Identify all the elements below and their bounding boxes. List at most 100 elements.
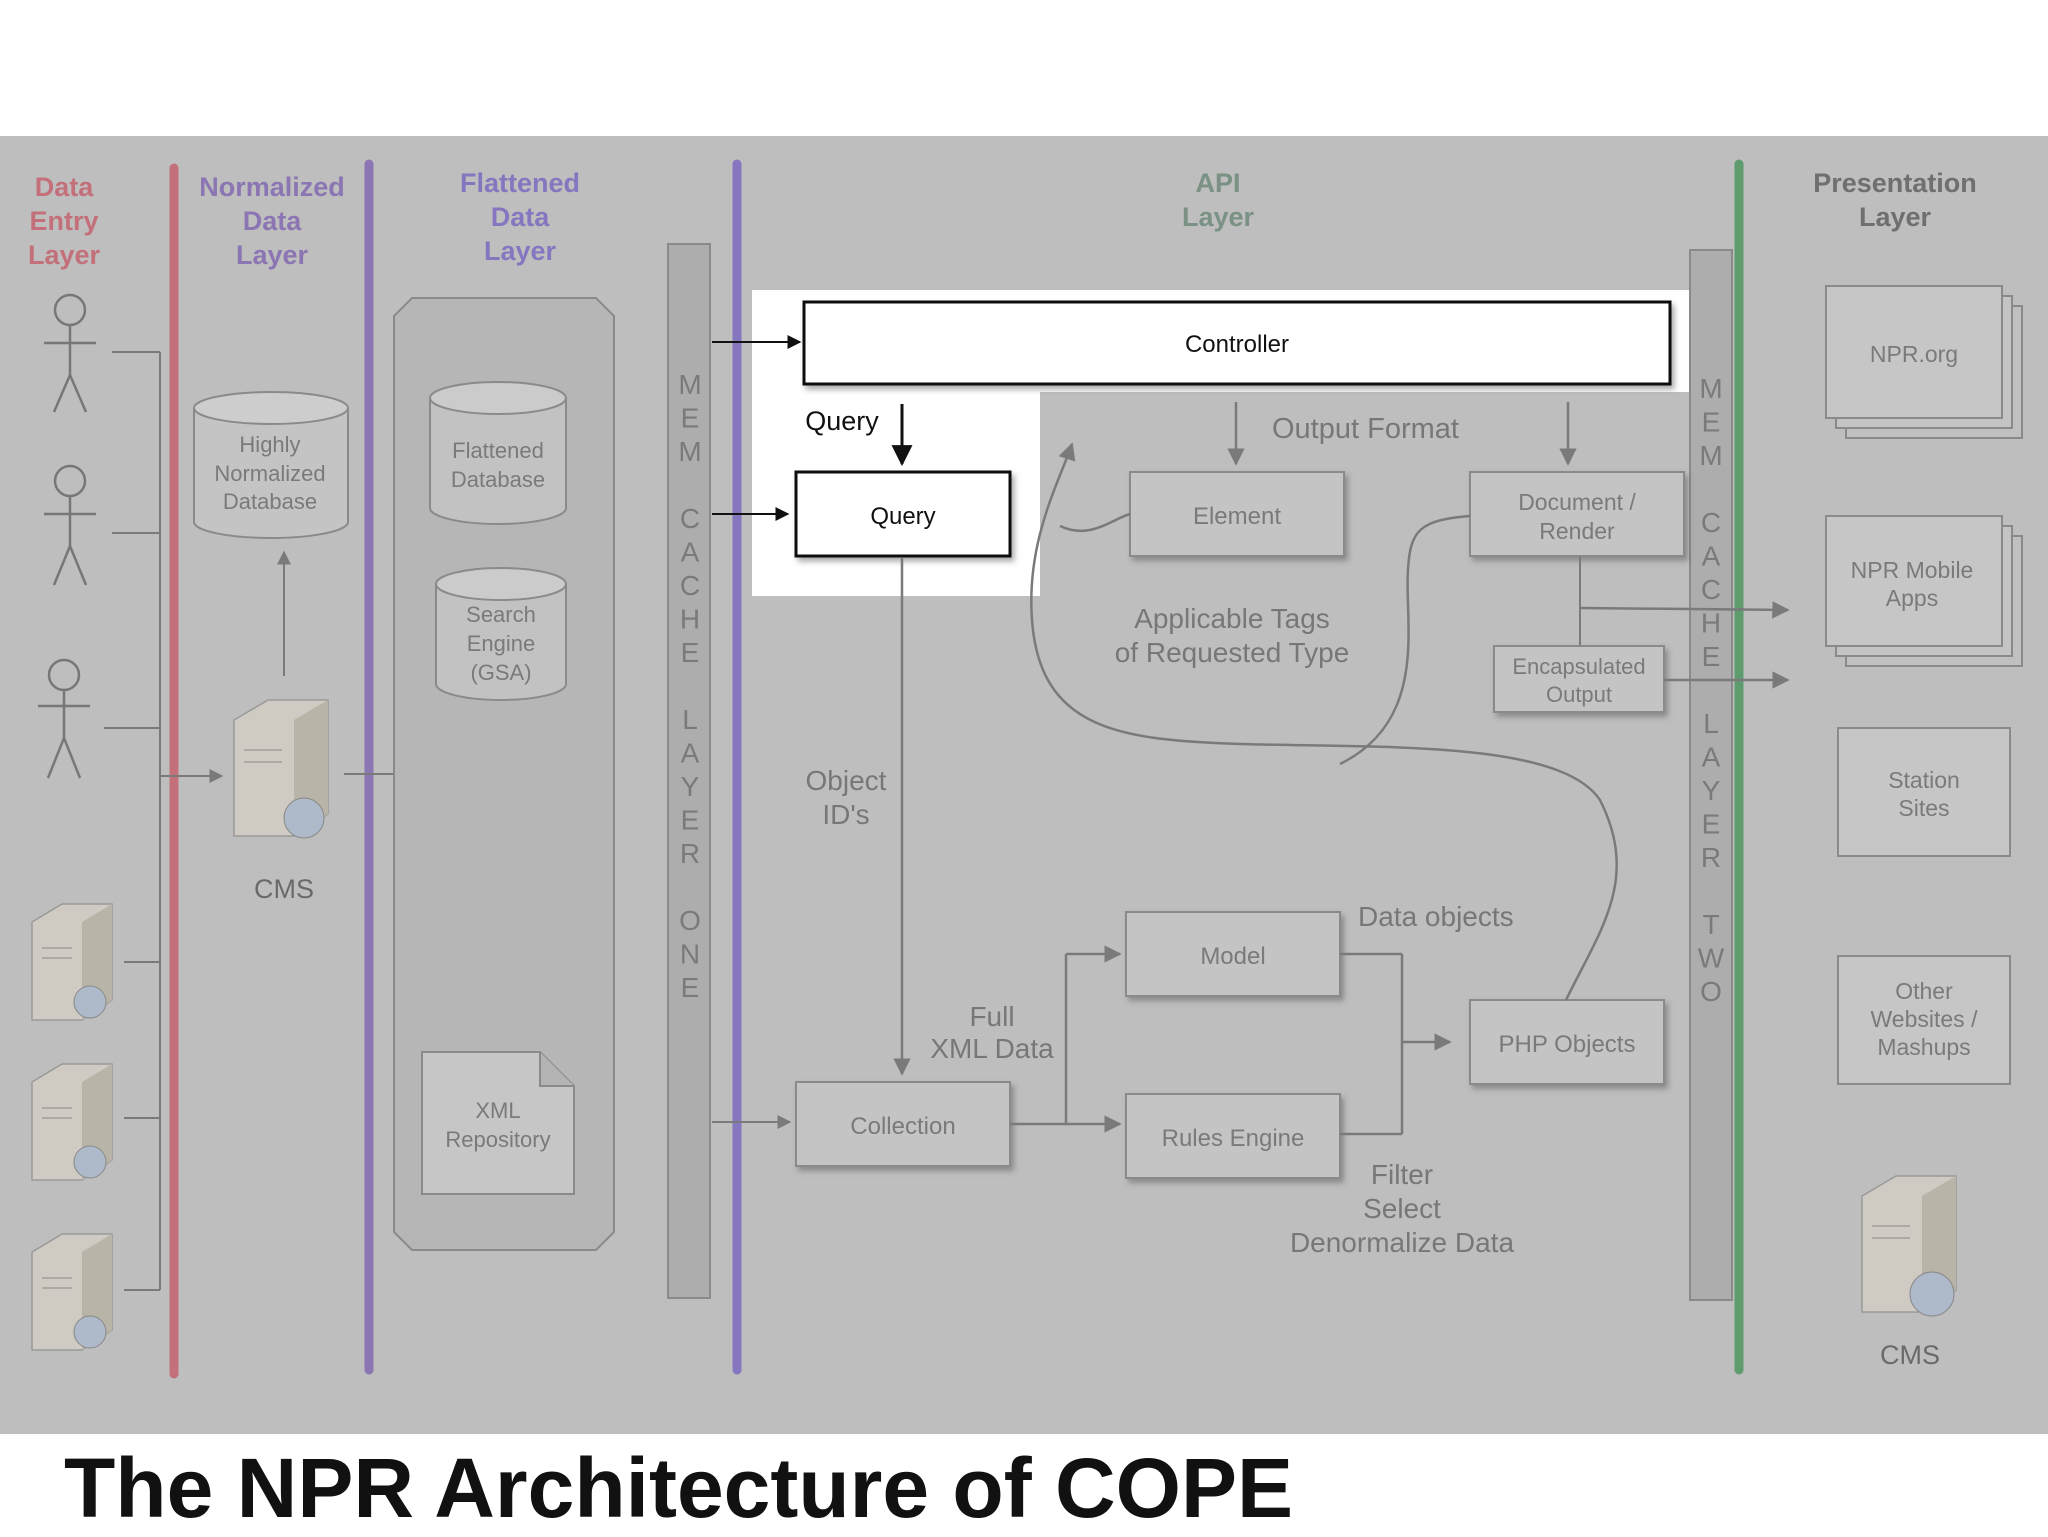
svg-text:Station: Station — [1888, 767, 1960, 793]
filter-select-label: Filter Select Denormalize Data — [1290, 1159, 1515, 1258]
user-icon — [38, 658, 90, 779]
svg-text:Layer: Layer — [28, 240, 101, 270]
model-rules-merge-lines — [1340, 952, 1452, 1136]
svg-text:Element: Element — [1193, 503, 1281, 530]
search-engine-database: Search Engine (GSA) — [435, 567, 567, 701]
svg-text:ID's: ID's — [822, 799, 869, 830]
svg-text:Filter: Filter — [1371, 1159, 1433, 1190]
svg-text:Data: Data — [35, 172, 95, 202]
cache-letter: H — [1701, 608, 1721, 639]
svg-text:Apps: Apps — [1886, 585, 1938, 611]
svg-text:Presentation: Presentation — [1813, 168, 1977, 198]
encapsulated-output-box: Encapsulated Output — [1493, 645, 1665, 713]
server-icon — [31, 903, 113, 1021]
slide-title: The NPR Architecture of COPE — [64, 1441, 1294, 1535]
cache-letter: E — [1702, 407, 1721, 438]
cache-letter: O — [1700, 976, 1722, 1007]
svg-text:Layer: Layer — [236, 240, 309, 270]
user-icon — [44, 293, 96, 413]
data-objects-label: Data objects — [1358, 901, 1514, 932]
cache-letter: W — [1698, 943, 1725, 974]
svg-text:Output: Output — [1546, 682, 1612, 707]
svg-text:Data: Data — [491, 202, 551, 232]
cache-letter: O — [679, 905, 701, 936]
server-icon — [31, 1063, 113, 1181]
data-entry-connectors — [104, 351, 224, 1291]
svg-text:PHP Objects: PHP Objects — [1499, 1031, 1636, 1058]
svg-text:Encapsulated: Encapsulated — [1512, 654, 1645, 679]
xml-repository-document: XML Repository — [421, 1051, 575, 1195]
svg-text:Applicable Tags: Applicable Tags — [1134, 603, 1330, 634]
applicable-tags-label: Applicable Tags of Requested Type — [1115, 603, 1350, 668]
flattened-data-container — [393, 297, 615, 1251]
cache-letter: Y — [1702, 775, 1721, 806]
cache-letter: R — [1701, 842, 1721, 873]
cache-letter: M — [678, 436, 701, 467]
svg-text:Render: Render — [1539, 518, 1615, 544]
object-ids-label: Object ID's — [806, 765, 887, 830]
cache-letter: L — [682, 704, 698, 735]
cache-letter: E — [681, 637, 700, 668]
cms-label: CMS — [1880, 1340, 1940, 1370]
model-box: Model — [1125, 911, 1341, 997]
collection-box: Collection — [795, 1081, 1011, 1167]
cache-letter: A — [1702, 541, 1721, 572]
svg-text:Normalized: Normalized — [214, 461, 325, 486]
svg-text:Engine: Engine — [467, 631, 536, 656]
svg-text:Normalized: Normalized — [199, 172, 345, 202]
svg-text:Mashups: Mashups — [1877, 1034, 1970, 1060]
cache-letter: E — [681, 805, 700, 836]
cms-server-icon — [233, 699, 329, 839]
cache-letter: E — [1702, 641, 1721, 672]
element-return-curve — [1059, 512, 1131, 532]
cache-letter: L — [1703, 708, 1719, 739]
svg-text:Other: Other — [1895, 978, 1953, 1004]
output-to-presentation-arrow — [1579, 601, 1790, 619]
layer-title-data-entry: Data Entry Layer — [28, 172, 101, 270]
cache-letter: H — [680, 604, 700, 635]
svg-text:API: API — [1195, 168, 1240, 198]
svg-text:XML Data: XML Data — [930, 1033, 1054, 1064]
cms-label: CMS — [254, 874, 314, 904]
station-sites-box: Station Sites — [1837, 727, 2011, 857]
svg-text:NPR Mobile: NPR Mobile — [1851, 557, 1974, 583]
svg-text:Layer: Layer — [1859, 202, 1932, 232]
cache-letter: T — [1702, 909, 1719, 940]
mem-cache-layer-two — [1689, 249, 1733, 1301]
document-render-box: Document / Render — [1469, 471, 1685, 557]
cache-letter: M — [1699, 440, 1722, 471]
svg-text:Database: Database — [223, 489, 317, 514]
query-arrow-label: Query — [805, 406, 879, 436]
cache-letter: C — [1701, 574, 1721, 605]
flattened-database: Flattened Database — [429, 381, 567, 525]
svg-text:Select: Select — [1363, 1193, 1441, 1224]
query-box: Query — [794, 470, 1012, 558]
layer-title-presentation: Presentation Layer — [1813, 168, 1977, 232]
svg-text:Flattened: Flattened — [460, 168, 580, 198]
cache-letter: A — [1702, 742, 1721, 773]
svg-text:Repository: Repository — [445, 1127, 550, 1152]
svg-text:Full: Full — [969, 1001, 1014, 1032]
npr-mobile-apps-stack: NPR Mobile Apps — [1825, 515, 2023, 667]
cache-letter: E — [681, 403, 700, 434]
rules-engine-box: Rules Engine — [1125, 1093, 1341, 1179]
svg-text:(GSA): (GSA) — [470, 660, 531, 685]
layer-title-api: API Layer — [1182, 168, 1255, 232]
svg-text:Websites /: Websites / — [1871, 1006, 1979, 1032]
svg-text:Denormalize Data: Denormalize Data — [1290, 1227, 1515, 1258]
cache-letter: C — [1701, 507, 1721, 538]
user-icon — [44, 464, 96, 586]
cache-letter: M — [1699, 373, 1722, 404]
svg-text:Highly: Highly — [239, 432, 300, 457]
cache-letter: M — [678, 369, 701, 400]
layer-title-flattened: Flattened Data Layer — [460, 168, 580, 266]
php-objects-box: PHP Objects — [1469, 999, 1665, 1085]
svg-text:Data: Data — [243, 206, 303, 236]
document-return-curve — [1339, 514, 1471, 766]
svg-text:Query: Query — [870, 503, 935, 530]
server-icon — [31, 1233, 113, 1351]
cache-letter: C — [680, 570, 700, 601]
